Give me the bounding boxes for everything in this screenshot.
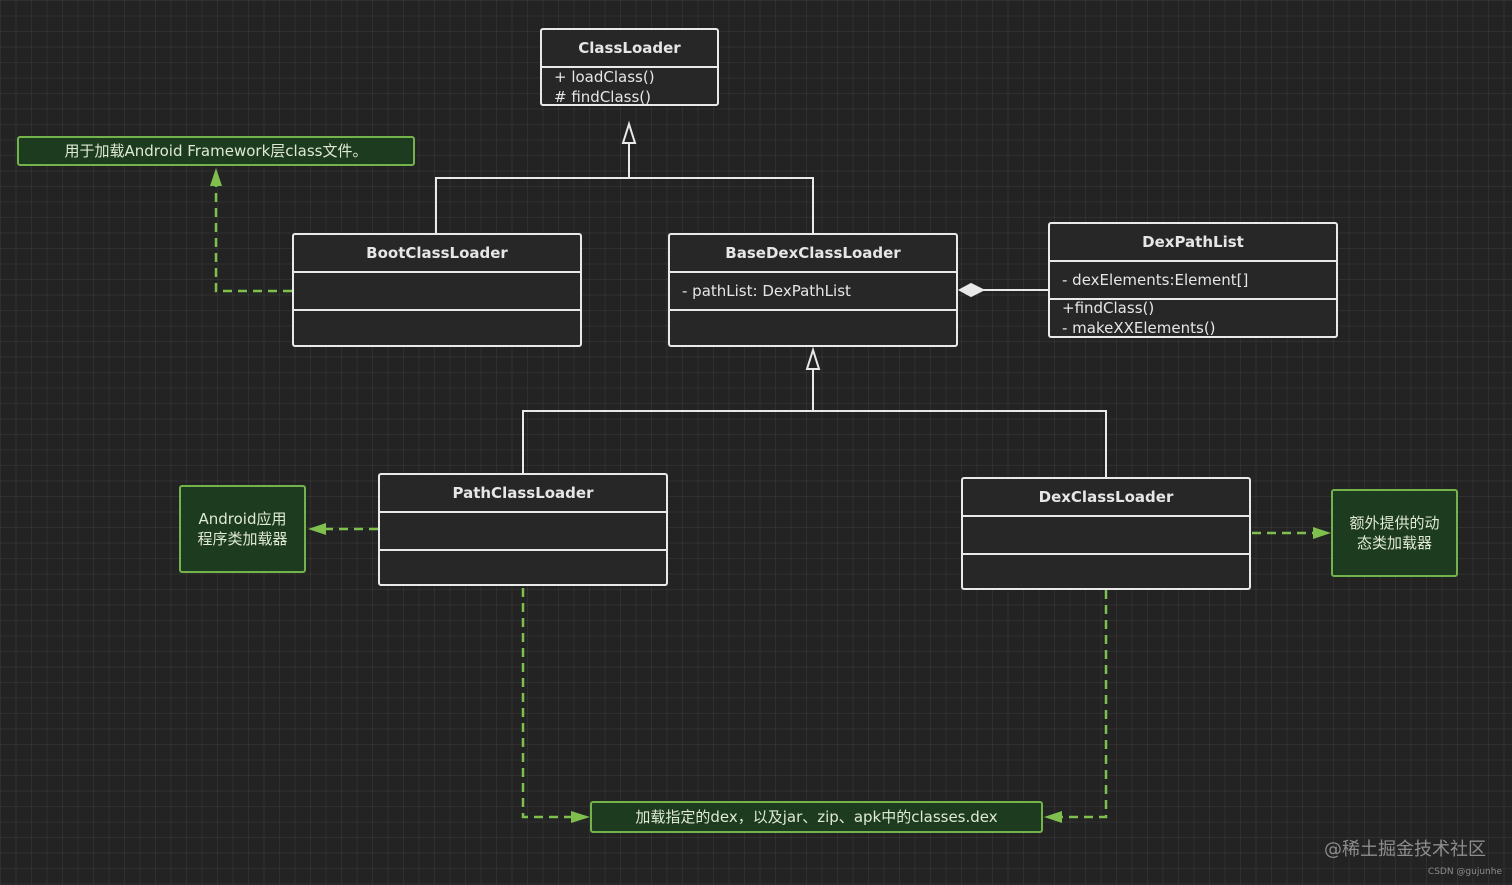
field-dexelements: - dexElements:Element[] xyxy=(1062,271,1249,289)
class-basedexclassloader: BaseDexClassLoader - pathList: DexPathLi… xyxy=(668,233,958,347)
inheritance-path-dex-to-basedex xyxy=(522,346,1107,477)
composition-basedex-dexpathlist xyxy=(957,282,1048,298)
class-pathclassloader: PathClassLoader xyxy=(378,473,668,586)
class-bootclassloader-fields xyxy=(294,273,580,311)
method-makexxelements: - makeXXElements() xyxy=(1062,319,1216,337)
method-findclass: # findClass() xyxy=(554,88,651,106)
field-pathlist: - pathList: DexPathList xyxy=(682,282,851,300)
note-pathclassloader-line1: Android应用 xyxy=(198,510,287,528)
class-dexpathlist: DexPathList - dexElements:Element[] +fin… xyxy=(1048,222,1338,338)
class-dexclassloader-name: DexClassLoader xyxy=(963,479,1249,517)
class-dexpathlist-methods: +findClass() - makeXXElements() xyxy=(1050,299,1336,337)
class-dexclassloader-fields xyxy=(963,517,1249,555)
class-classloader: ClassLoader + loadClass() # findClass() xyxy=(540,28,719,106)
class-bootclassloader: BootClassLoader xyxy=(292,233,582,347)
class-basedexclassloader-fields: - pathList: DexPathList xyxy=(670,273,956,311)
note-bootclassloader-text: 用于加载Android Framework层class文件。 xyxy=(64,142,368,160)
class-dexpathlist-fields: - dexElements:Element[] xyxy=(1050,262,1336,300)
inheritance-boot-basedex-to-classloader xyxy=(435,120,814,233)
note-arrowheads xyxy=(210,168,1331,823)
class-dexclassloader: DexClassLoader xyxy=(961,477,1251,590)
class-pathclassloader-name: PathClassLoader xyxy=(380,475,666,513)
method-loadclass: + loadClass() xyxy=(554,68,655,86)
note-dexclassloader: 额外提供的动 态类加载器 xyxy=(1331,489,1458,577)
class-bootclassloader-methods xyxy=(294,311,580,345)
watermark-author: CSDN @gujunhe xyxy=(1427,867,1502,877)
note-pathclassloader: Android应用 程序类加载器 xyxy=(179,485,306,573)
method-findclass: +findClass() xyxy=(1062,299,1155,317)
class-classloader-methods: + loadClass() # findClass() xyxy=(542,68,717,106)
watermark-site: @稀土掘金技术社区 xyxy=(1324,839,1486,860)
note-arrows xyxy=(214,186,1314,819)
note-bottom-text: 加载指定的dex，以及jar、zip、apk中的classes.dex xyxy=(635,808,998,826)
class-pathclassloader-methods xyxy=(380,551,666,584)
note-pathclassloader-line2: 程序类加载器 xyxy=(197,530,288,548)
class-pathclassloader-fields xyxy=(380,513,666,551)
class-dexclassloader-methods xyxy=(963,555,1249,588)
class-basedexclassloader-methods xyxy=(670,311,956,345)
class-dexpathlist-name: DexPathList xyxy=(1050,224,1336,262)
note-dexclassloader-line2: 态类加载器 xyxy=(1356,534,1432,552)
note-bottom: 加载指定的dex，以及jar、zip、apk中的classes.dex xyxy=(590,801,1043,833)
class-bootclassloader-name: BootClassLoader xyxy=(294,235,580,273)
note-bootclassloader: 用于加载Android Framework层class文件。 xyxy=(17,136,415,166)
class-basedexclassloader-name: BaseDexClassLoader xyxy=(670,235,956,273)
class-classloader-name: ClassLoader xyxy=(542,30,717,68)
note-dexclassloader-line1: 额外提供的动 xyxy=(1349,514,1440,532)
